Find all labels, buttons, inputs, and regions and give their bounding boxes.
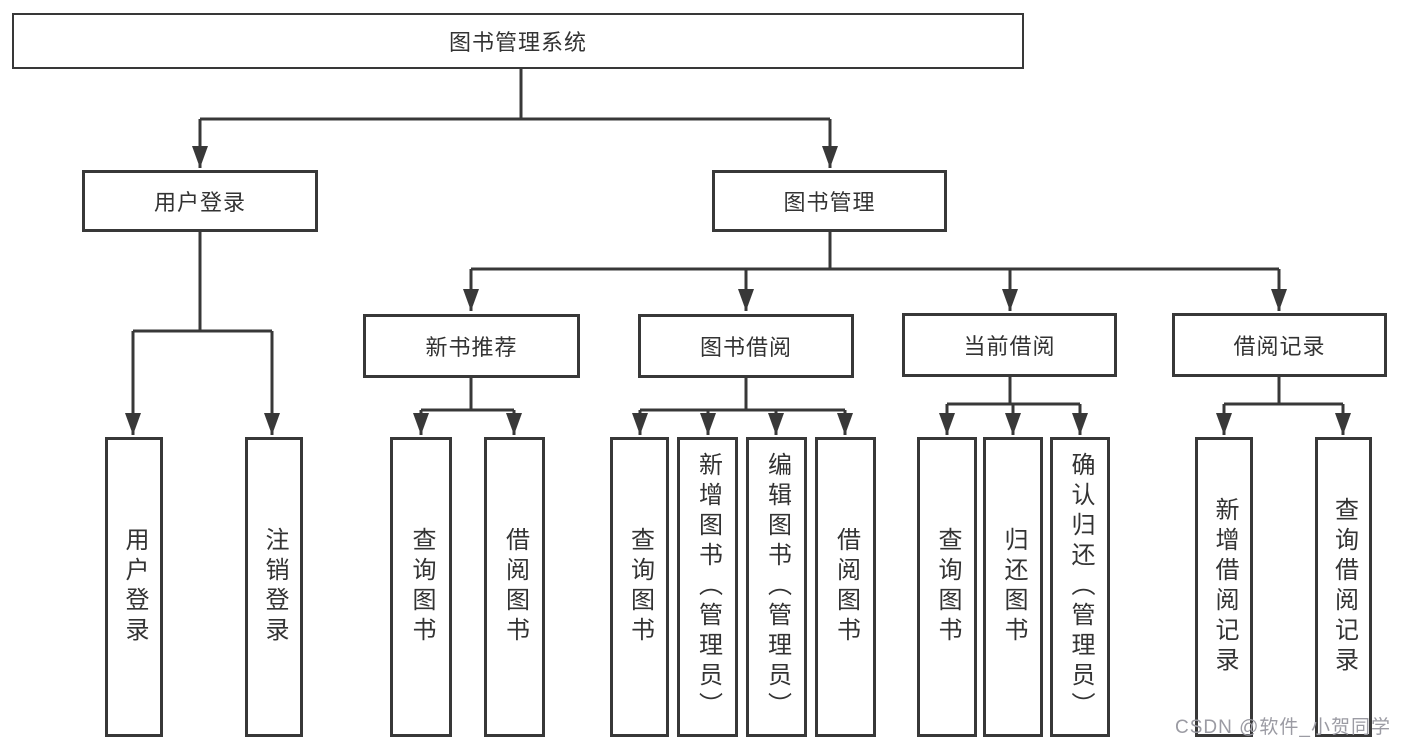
leaf-cb-return-book: 归还图书 [983,437,1043,737]
leaf-bb-query-book: 查询图书 [610,437,669,737]
arrow-drops [125,119,1351,435]
leaf-bb-edit-book: 编辑图书（管理员） [746,437,807,737]
leaf-br-add-record: 新增借阅记录 [1195,437,1253,737]
leaf-logout: 注销登录 [245,437,303,737]
leaf-br-query-record: 查询借阅记录 [1315,437,1372,737]
node-current-borrow: 当前借阅 [902,313,1117,377]
node-borrow-record: 借阅记录 [1172,313,1387,377]
connector-trunks [133,69,1343,412]
node-book-borrow: 图书借阅 [638,314,854,378]
node-new-book-recommend: 新书推荐 [363,314,580,378]
leaf-user-login: 用户登录 [105,437,163,737]
node-user-login: 用户登录 [82,170,318,232]
leaf-cb-query-book: 查询图书 [917,437,977,737]
leaf-bb-add-book: 新增图书（管理员） [677,437,738,737]
csdn-watermark: CSDN @软件_小贺同学 [1175,717,1391,738]
leaf-nb-borrow-book: 借阅图书 [484,437,545,737]
node-book-management: 图书管理 [712,170,947,232]
node-root: 图书管理系统 [12,13,1024,69]
leaf-bb-borrow-book: 借阅图书 [815,437,876,737]
leaf-nb-query-book: 查询图书 [390,437,452,737]
leaf-cb-confirm-return: 确认归还（管理员） [1050,437,1110,737]
